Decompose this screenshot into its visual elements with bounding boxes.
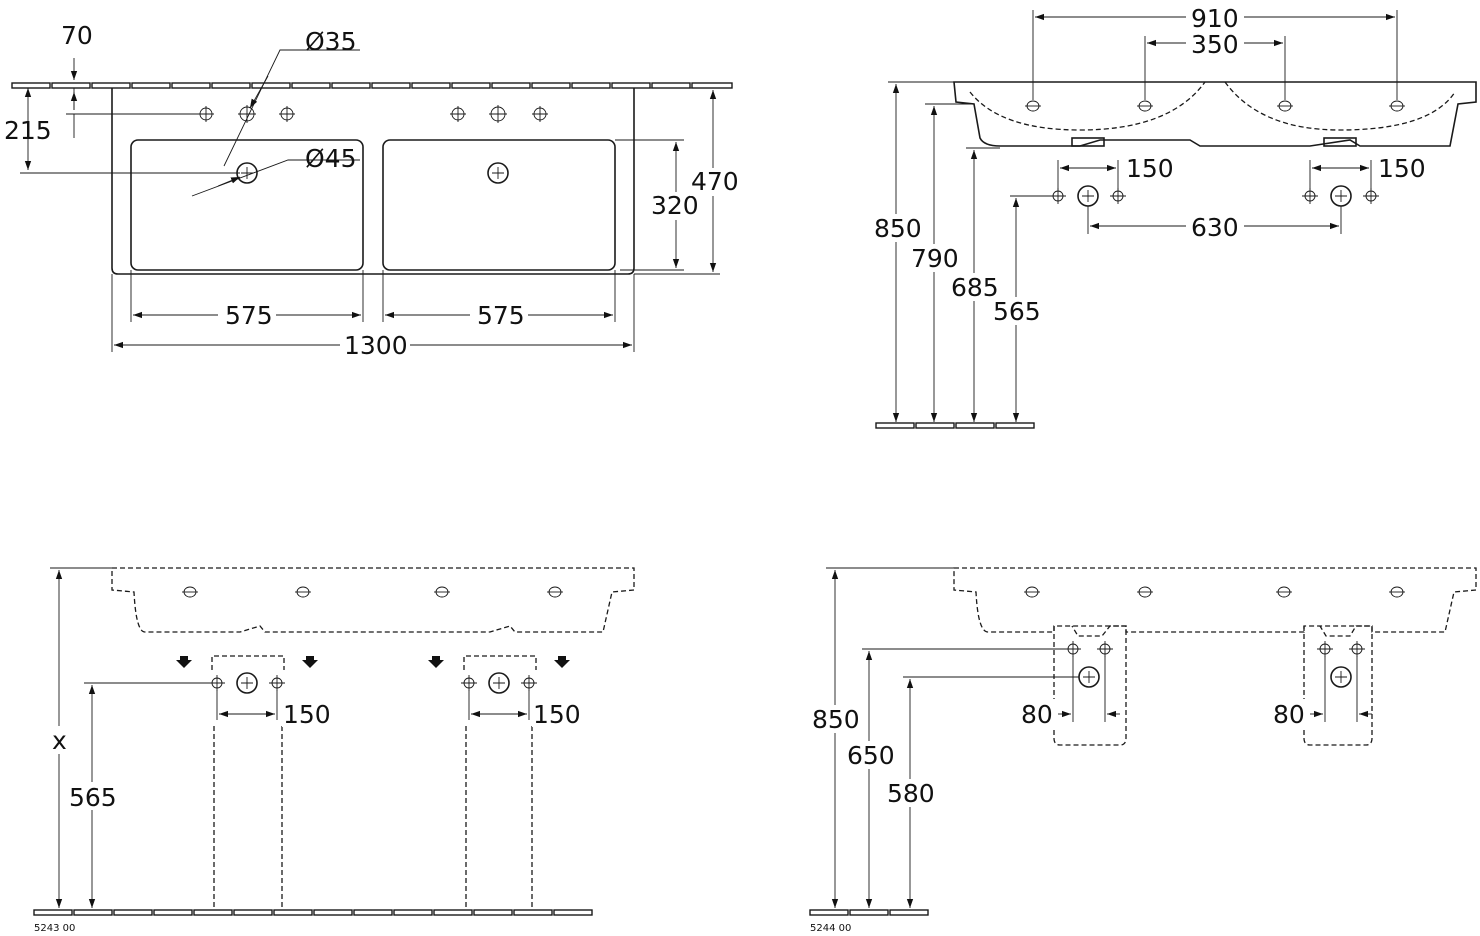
dim-45-label: Ø45 [305,144,357,173]
dim-575-left-label: 575 [225,301,273,330]
dim-80-right-label: 80 [1273,700,1305,729]
down-arrows [176,656,570,668]
drawing-code-left: 5243 00 [34,923,75,934]
side-view: 910 350 150 150 630 850 [873,4,1477,429]
dim-215-label: 215 [4,116,52,145]
side-holes [1025,100,1405,112]
dim-565-side-label: 565 [993,297,1041,326]
dim-790-label: 790 [911,244,959,273]
dim-350-label: 350 [1191,30,1239,59]
bowl-left [130,139,364,271]
basin-outline [111,88,635,275]
dim-685-label: 685 [951,273,999,302]
tap-holes [198,105,548,123]
front-right-connections [1065,641,1365,688]
front-view-left: 150 150 x 565 5243 00 [33,567,635,934]
dim-80-left-label: 80 [1021,700,1053,729]
front-right-holes [1024,586,1405,598]
basin-rim [953,81,1477,147]
dim-150-side-right-label: 150 [1378,154,1426,183]
dim-150-front-right-label: 150 [533,700,581,729]
basin-dashed-outline [111,567,635,633]
siphon-cover-right [1303,625,1373,746]
drawing-code-right: 5244 00 [810,923,851,934]
dim-580-label: 580 [887,779,935,808]
dim-150-front-left-label: 150 [283,700,331,729]
dim-850-side-label: 850 [874,214,922,243]
dim-575-right-label: 575 [477,301,525,330]
floor-strip-left [33,909,593,916]
bowl-right [382,139,616,271]
waste-connections [1050,185,1379,207]
dim-x-label: x [52,726,67,755]
front-left-holes [182,586,563,598]
drains [236,162,509,184]
dim-850-front-label: 850 [812,705,860,734]
siphon-cover-left [1053,625,1127,746]
floor-strip [875,422,1035,429]
floor-strip-right [809,909,929,916]
dim-1300-label: 1300 [344,331,408,360]
dim-565-front-label: 565 [69,783,117,812]
dim-35-label: Ø35 [305,27,357,56]
front-left-connections [209,672,537,694]
dim-150-side-left-label: 150 [1126,154,1174,183]
dim-470-label: 470 [691,167,739,196]
wall-strip [11,82,733,89]
dim-910-label: 910 [1191,4,1239,33]
top-view: 70 215 Ø35 Ø45 320 470 575 575 [4,21,740,360]
dim-70-label: 70 [61,21,93,50]
dim-650-label: 650 [847,741,895,770]
front-view-right: 80 80 850 650 580 5244 00 [809,567,1477,934]
dim-630-label: 630 [1191,213,1239,242]
basin-dashed-outline-right [953,567,1477,633]
